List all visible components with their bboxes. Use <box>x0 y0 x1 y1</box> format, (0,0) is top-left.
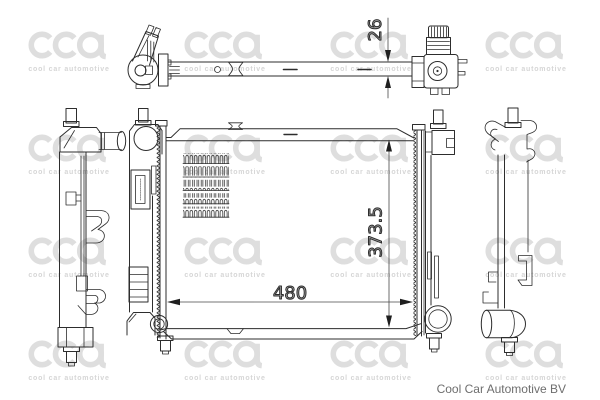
hose-connector <box>480 309 493 339</box>
right-profile-view <box>424 109 455 353</box>
right-tank-edge <box>412 124 426 337</box>
left-tank-edge <box>155 120 168 340</box>
dimension-height-label: 373.5 <box>366 206 387 258</box>
top-view-left-bracket <box>127 24 172 89</box>
front-view: 480 373.5 <box>155 120 426 340</box>
left-side-view <box>57 108 127 367</box>
bottom-tank-bar <box>159 323 423 340</box>
top-view: 26 <box>127 17 468 99</box>
top-view-filler-neck <box>411 25 468 95</box>
dimension-depth-label: 26 <box>365 19 386 42</box>
dimension-width-label: 480 <box>273 283 307 304</box>
outlet-port <box>424 305 452 333</box>
footer-brand: Cool Car Automotive BV <box>436 382 566 396</box>
lower-mount-bracket <box>85 289 106 315</box>
clip-bowtie <box>228 61 244 77</box>
right-side-view <box>480 107 537 356</box>
top-view-crossmember <box>167 61 413 77</box>
top-left-bracket <box>484 120 506 151</box>
top-tank-bar <box>165 122 415 142</box>
radiator-cap <box>428 25 449 39</box>
inlet-port <box>116 130 127 152</box>
filler-cap-circle <box>133 126 159 151</box>
top-right-bracket <box>520 120 537 163</box>
dimension-depth: 26 <box>365 17 391 99</box>
dimension-width: 480 <box>167 283 413 306</box>
dimension-height: 373.5 <box>365 139 392 328</box>
mid-left-bracket <box>482 271 499 304</box>
top-mount-bracket <box>431 130 455 155</box>
core-fins <box>182 153 230 218</box>
mid-right-bracket <box>517 255 533 286</box>
